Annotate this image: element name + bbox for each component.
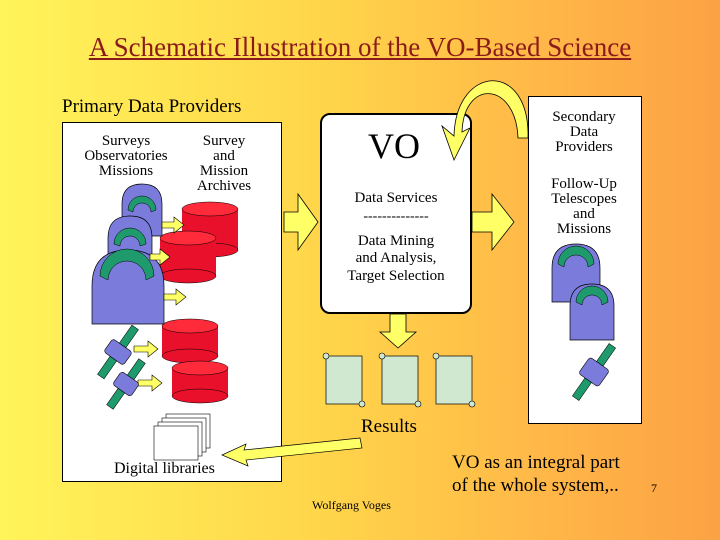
document-stack-icon [153,413,211,461]
digital-libraries-label: Digital libraries [114,460,215,477]
primary-to-vo-arrow [283,192,319,252]
archives-label: Survey and Mission Archives [196,133,252,194]
data-mining-label: Data Mining and Analysis, Target Selecti… [347,233,445,284]
satellite-icon [106,358,146,410]
small-arrow-icon [137,374,163,392]
telescope-icon [91,248,165,325]
small-arrow-icon [161,216,185,234]
data-services-label: Data Services [354,190,438,206]
telescope-icon [569,283,615,341]
satellite-icon [97,324,139,380]
vo-box [320,113,472,314]
followup-label: Follow-Up Telescopes and Missions [551,176,617,237]
satellite-icon [572,343,616,401]
small-arrow-icon [133,340,159,358]
tagline-suffix: ,.. [604,474,619,496]
vo-title: VO [368,126,420,166]
vo-to-results-arrow [378,313,418,349]
surveys-label: Surveys Observatories Missions [84,133,168,179]
archive-cylinder [171,360,229,404]
secondary-providers-heading: Secondary Data Providers [552,109,616,155]
feedback-arrow [441,80,529,162]
slide-title: A Schematic Illustration of the VO-Based… [88,32,632,62]
archive-cylinder [161,318,219,364]
small-arrow-icon [149,248,171,266]
result-scroll-icon [432,352,476,408]
results-label: Results [361,416,417,437]
vo-to-secondary-arrow [471,192,515,252]
small-arrow-icon [163,288,187,306]
author-label: Wolfgang Voges [312,498,391,512]
results-to-library-arrow [221,437,363,467]
result-scroll-icon [322,352,366,408]
primary-providers-heading: Primary Data Providers [62,96,242,117]
result-scroll-icon [378,352,422,408]
page-number: 7 [651,481,657,495]
vo-separator: -------------- [363,209,429,224]
tagline-text: VO as an integral part of the whole syst… [452,452,620,496]
tagline: VO as an integral part of the whole syst… [452,452,620,498]
